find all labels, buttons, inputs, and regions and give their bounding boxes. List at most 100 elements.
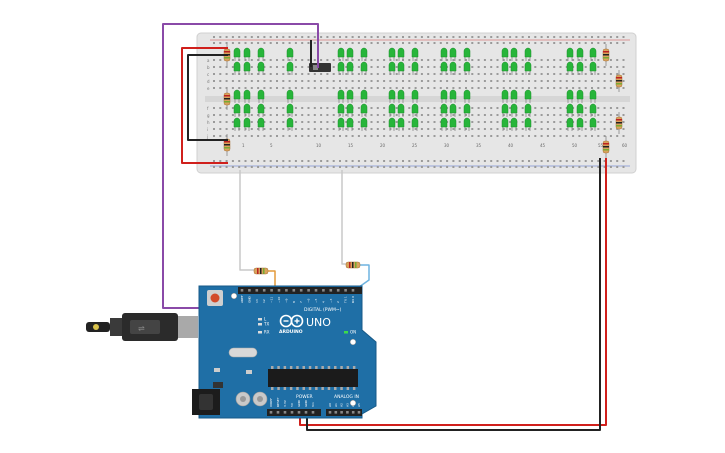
breadboard-hole[interactable] [351, 114, 354, 116]
breadboard-hole[interactable] [622, 36, 625, 38]
breadboard-hole[interactable] [231, 128, 234, 130]
breadboard-hole[interactable] [446, 160, 449, 162]
breadboard-hole[interactable] [584, 80, 587, 82]
breadboard-hole[interactable] [414, 36, 417, 38]
breadboard-hole[interactable] [546, 42, 549, 44]
breadboard-hole[interactable] [427, 36, 430, 38]
breadboard-hole[interactable] [269, 166, 272, 168]
breadboard-hole[interactable] [496, 107, 499, 109]
breadboard-hole[interactable] [420, 66, 423, 68]
breadboard-hole[interactable] [490, 107, 493, 109]
breadboard-hole[interactable] [553, 114, 556, 116]
breadboard-hole[interactable] [427, 166, 430, 168]
breadboard-hole[interactable] [313, 42, 316, 44]
breadboard-hole[interactable] [414, 166, 417, 168]
led[interactable] [501, 89, 509, 103]
breadboard-hole[interactable] [332, 73, 335, 75]
resistor-d-pin-2[interactable] [345, 261, 361, 269]
breadboard-hole[interactable] [376, 107, 379, 109]
breadboard-hole[interactable] [326, 135, 329, 137]
led[interactable] [589, 103, 597, 117]
breadboard-hole[interactable] [326, 59, 329, 61]
digital-pin[interactable] [329, 289, 333, 292]
led[interactable] [233, 103, 241, 117]
led[interactable] [576, 117, 584, 131]
breadboard-hole[interactable] [427, 121, 430, 123]
breadboard-hole[interactable] [370, 42, 373, 44]
breadboard-hole[interactable] [452, 160, 455, 162]
breadboard-hole[interactable] [528, 59, 530, 61]
breadboard-hole[interactable] [521, 160, 524, 162]
breadboard-hole[interactable] [313, 121, 316, 123]
led[interactable] [346, 47, 354, 61]
breadboard-hole[interactable] [357, 66, 360, 68]
led[interactable] [510, 89, 518, 103]
breadboard-hole[interactable] [553, 135, 556, 137]
breadboard-hole[interactable] [591, 135, 593, 137]
breadboard-hole[interactable] [565, 42, 568, 44]
breadboard-hole[interactable] [326, 160, 329, 162]
breadboard-hole[interactable] [294, 73, 297, 75]
breadboard-hole[interactable] [408, 87, 411, 89]
wire-grey-2[interactable] [341, 170, 348, 265]
breadboard-hole[interactable] [521, 114, 524, 116]
breadboard-hole[interactable] [496, 166, 499, 168]
breadboard-hole[interactable] [446, 80, 449, 82]
led[interactable] [566, 89, 574, 103]
breadboard-hole[interactable] [534, 121, 537, 123]
breadboard-hole[interactable] [414, 42, 417, 44]
breadboard-hole[interactable] [502, 36, 505, 38]
breadboard-hole[interactable] [458, 59, 461, 61]
breadboard-hole[interactable] [584, 166, 587, 168]
breadboard-hole[interactable] [231, 73, 234, 75]
breadboard-hole[interactable] [483, 128, 486, 130]
breadboard-hole[interactable] [395, 66, 398, 68]
breadboard-hole[interactable] [578, 135, 581, 137]
breadboard-hole[interactable] [509, 107, 512, 109]
breadboard-hole[interactable] [250, 121, 253, 123]
breadboard-hole[interactable] [496, 128, 499, 130]
breadboard-hole[interactable] [496, 80, 499, 82]
breadboard-hole[interactable] [477, 135, 480, 137]
breadboard-hole[interactable] [320, 87, 323, 89]
breadboard-hole[interactable] [320, 36, 323, 38]
breadboard-hole[interactable] [244, 87, 247, 89]
breadboard-hole[interactable] [483, 135, 486, 137]
breadboard-hole[interactable] [339, 73, 341, 75]
digital-pin[interactable] [277, 289, 281, 292]
breadboard-hole[interactable] [307, 107, 310, 109]
breadboard-hole[interactable] [477, 80, 480, 82]
breadboard-hole[interactable] [357, 36, 360, 38]
breadboard-hole[interactable] [332, 135, 335, 137]
breadboard-hole[interactable] [471, 114, 474, 116]
breadboard-hole[interactable] [389, 80, 392, 82]
breadboard-hole[interactable] [515, 166, 518, 168]
breadboard-hole[interactable] [565, 166, 568, 168]
breadboard-hole[interactable] [282, 36, 285, 38]
breadboard-hole[interactable] [257, 87, 260, 89]
breadboard-hole[interactable] [269, 66, 272, 68]
breadboard-hole[interactable] [269, 128, 272, 130]
breadboard-hole[interactable] [534, 135, 537, 137]
breadboard-hole[interactable] [534, 36, 537, 38]
breadboard-hole[interactable] [250, 42, 253, 44]
breadboard-hole[interactable] [528, 114, 530, 116]
breadboard-hole[interactable] [591, 114, 593, 116]
breadboard-hole[interactable] [395, 80, 398, 82]
breadboard-hole[interactable] [458, 160, 461, 162]
breadboard-hole[interactable] [213, 66, 215, 68]
digital-pin[interactable] [270, 289, 273, 292]
breadboard-hole[interactable] [420, 160, 423, 162]
led[interactable] [524, 89, 532, 103]
breadboard-hole[interactable] [219, 42, 222, 44]
breadboard-hole[interactable] [339, 166, 341, 168]
breadboard-hole[interactable] [496, 66, 499, 68]
digital-pin[interactable] [351, 289, 355, 292]
led[interactable] [510, 47, 518, 61]
breadboard-hole[interactable] [351, 36, 354, 38]
breadboard-hole[interactable] [250, 73, 253, 75]
breadboard-hole[interactable] [332, 42, 335, 44]
breadboard-hole[interactable] [408, 80, 411, 82]
led[interactable] [346, 103, 354, 117]
breadboard-hole[interactable] [465, 73, 467, 75]
